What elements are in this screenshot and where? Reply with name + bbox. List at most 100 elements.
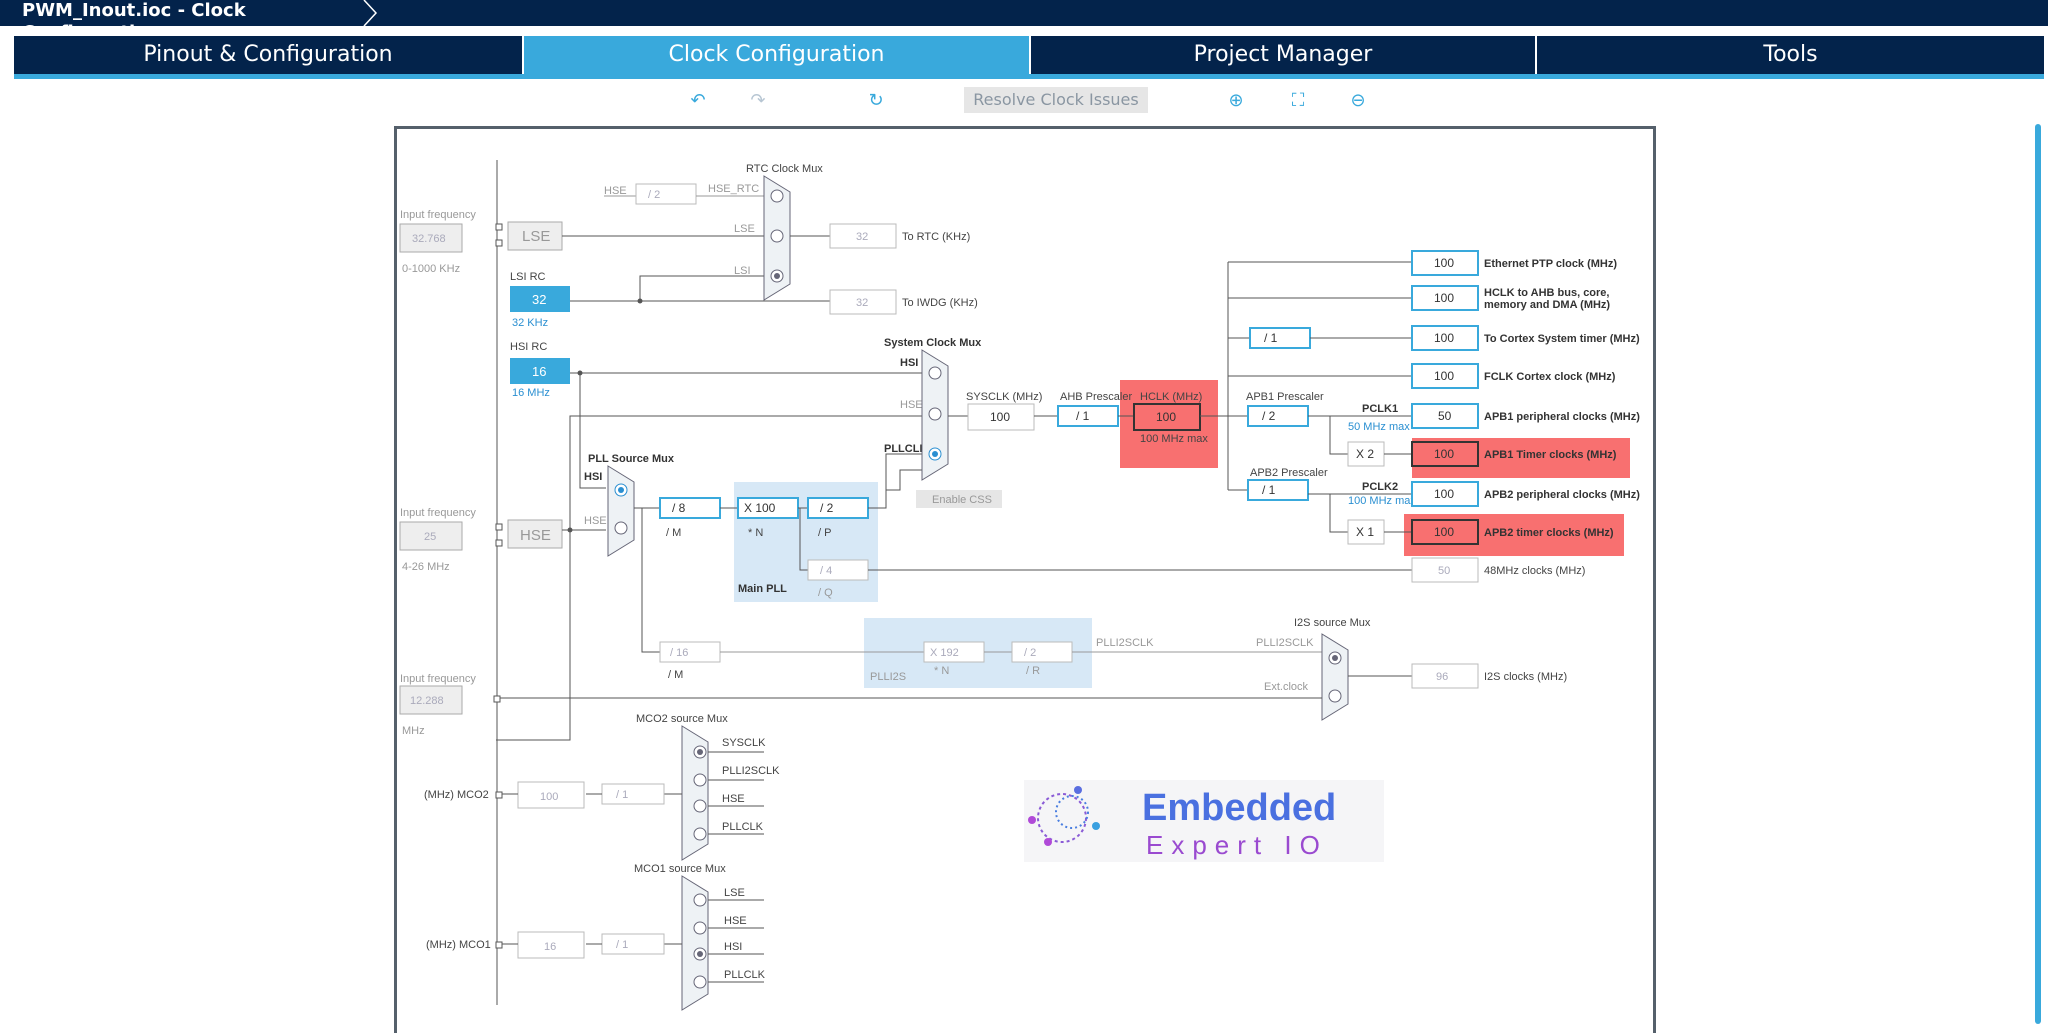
mco1-option-pllclk[interactable] xyxy=(693,975,707,989)
rtc-mux-option-hse[interactable] xyxy=(770,189,784,203)
apb1-prescaler[interactable] xyxy=(1247,405,1309,427)
sysclk-field[interactable] xyxy=(967,403,1035,431)
pll-m-divider[interactable] xyxy=(659,497,721,519)
fclk-cortex-output[interactable] xyxy=(1411,363,1479,389)
fit-screen-icon[interactable]: ⛶ xyxy=(1291,90,1305,111)
resolve-clock-issues-button[interactable]: Resolve Clock Issues xyxy=(964,87,1148,113)
sysclk-label: SYSCLK (MHz) xyxy=(966,391,1042,403)
mco1-output[interactable] xyxy=(517,931,585,959)
mco2-in3: HSE xyxy=(722,793,745,805)
rtc-mux-option-lse[interactable] xyxy=(770,229,784,243)
hse-input-field[interactable] xyxy=(399,521,463,551)
pll-source-option-hse[interactable] xyxy=(614,521,628,535)
output-6-label: APB2 peripheral clocks (MHz) xyxy=(1484,489,1640,501)
hclk-ahb-output[interactable] xyxy=(1411,285,1479,311)
apb2-peripheral-output[interactable] xyxy=(1411,481,1479,507)
ext-input-field[interactable] xyxy=(399,685,463,715)
apb1-mult-value: X 2 xyxy=(1356,447,1374,461)
hclk-max: 100 MHz max xyxy=(1140,433,1208,445)
ahb-prescaler-value: / 1 xyxy=(1076,409,1090,423)
pll-p-value: / 2 xyxy=(820,501,834,515)
mco1-divider[interactable] xyxy=(601,933,665,955)
mco2-output[interactable] xyxy=(517,781,585,809)
i2s-output[interactable] xyxy=(1411,663,1479,689)
usb-48mhz-output[interactable] xyxy=(1411,557,1479,583)
pll-source-mux[interactable] xyxy=(607,465,635,557)
hsi-rc-block[interactable] xyxy=(510,358,570,384)
plli2s-r-divider[interactable] xyxy=(1011,641,1073,663)
mco2-output-value: 100 xyxy=(540,791,558,803)
title-breadcrumb: PWM_Inout.ioc - Clock Configuration xyxy=(0,0,382,43)
pll-q-divider[interactable] xyxy=(807,559,869,581)
rtc-hse-rtc-label: HSE_RTC xyxy=(708,183,759,195)
vertical-scrollbar[interactable] xyxy=(2035,124,2041,1024)
apb2-prescaler-label: APB2 Prescaler xyxy=(1250,467,1328,479)
tab-tools[interactable]: Tools xyxy=(1537,36,2044,74)
pll-m-value: / 8 xyxy=(672,501,686,515)
mco2-source-mux[interactable] xyxy=(681,725,709,861)
cortex-timer-output[interactable] xyxy=(1411,325,1479,351)
mco2-in1: SYSCLK xyxy=(722,737,766,749)
rtc-lsi-label: LSI xyxy=(734,265,751,277)
lse-oscillator-block[interactable] xyxy=(507,221,563,251)
ext-unit: MHz xyxy=(402,725,425,737)
pll-n-label: * N xyxy=(748,527,763,539)
redo-icon[interactable]: ↷ xyxy=(750,90,766,111)
iwdg-output-field[interactable] xyxy=(829,289,897,315)
hse-name: HSE xyxy=(520,527,551,544)
output-3-value: 100 xyxy=(1434,369,1454,383)
apb1-timer-output[interactable] xyxy=(1411,441,1479,467)
tab-project-manager[interactable]: Project Manager xyxy=(1031,36,1535,74)
tab-pinout[interactable]: Pinout & Configuration xyxy=(14,36,522,74)
undo-icon[interactable]: ↶ xyxy=(690,90,706,111)
rtc-mux-label: RTC Clock Mux xyxy=(746,163,823,175)
reset-icon[interactable]: ↻ xyxy=(868,90,884,111)
lsi-rc-block[interactable] xyxy=(510,286,570,312)
pll-source-hsi: HSI xyxy=(584,471,602,483)
hse-input-value: 25 xyxy=(424,531,436,543)
rtc-hse-divider[interactable] xyxy=(635,183,697,205)
mco1-divider-value: / 1 xyxy=(616,939,628,951)
mco2-option-pllclk[interactable] xyxy=(693,827,707,841)
mco1-option-lse[interactable] xyxy=(693,893,707,907)
mco2-option-hse[interactable] xyxy=(693,799,707,813)
i2s-plli2sclk-label: PLLI2SCLK xyxy=(1256,637,1314,649)
cortex-timer-divider[interactable] xyxy=(1249,327,1311,349)
lse-input-label: Input frequency xyxy=(400,209,476,221)
apb2-timer-output[interactable] xyxy=(1411,519,1479,545)
pll-source-hse: HSE xyxy=(584,515,607,527)
apb2-max: 100 MHz max xyxy=(1348,495,1416,507)
lse-input-field[interactable] xyxy=(399,223,463,253)
mco1-option-hse[interactable] xyxy=(693,921,707,935)
mco1-in2: HSE xyxy=(724,915,747,927)
mco2-option-plli2sclk[interactable] xyxy=(693,773,707,787)
zoom-in-icon[interactable]: ⊕ xyxy=(1228,90,1244,111)
hclk-field[interactable] xyxy=(1133,403,1201,431)
pll-p-divider[interactable] xyxy=(807,497,869,519)
i2s-option-ext[interactable] xyxy=(1328,689,1342,703)
output-5-value: 100 xyxy=(1434,447,1454,461)
apb2-mult-value: X 1 xyxy=(1356,525,1374,539)
plli2s-r-label: / R xyxy=(1026,665,1040,677)
enable-css-button[interactable] xyxy=(916,490,1002,508)
plli2s-m-divider[interactable] xyxy=(659,641,721,663)
tab-clock-configuration[interactable]: Clock Configuration xyxy=(524,36,1029,74)
apb2-prescaler[interactable] xyxy=(1247,479,1309,501)
sysmux-option-hse[interactable] xyxy=(928,407,942,421)
zoom-out-icon[interactable]: ⊖ xyxy=(1350,90,1366,111)
hclk-label: HCLK (MHz) xyxy=(1140,391,1202,403)
apb1-peripheral-output[interactable] xyxy=(1411,403,1479,429)
hse-oscillator-block[interactable] xyxy=(507,519,563,549)
apb2-timer-multiplier[interactable] xyxy=(1347,519,1385,545)
ethernet-ptp-output[interactable] xyxy=(1411,250,1479,276)
mco2-divider[interactable] xyxy=(601,783,665,805)
hclk-value: 100 xyxy=(1156,410,1176,424)
mco1-in4: PLLCLK xyxy=(724,969,766,981)
pll-source-mux-label: PLL Source Mux xyxy=(588,453,675,465)
sysclk-value: 100 xyxy=(990,410,1010,424)
rtc-output-field[interactable] xyxy=(829,223,897,249)
apb1-prescaler-label: APB1 Prescaler xyxy=(1246,391,1324,403)
sysmux-option-hsi[interactable] xyxy=(928,366,942,380)
i2s-source-mux[interactable] xyxy=(1321,633,1349,721)
